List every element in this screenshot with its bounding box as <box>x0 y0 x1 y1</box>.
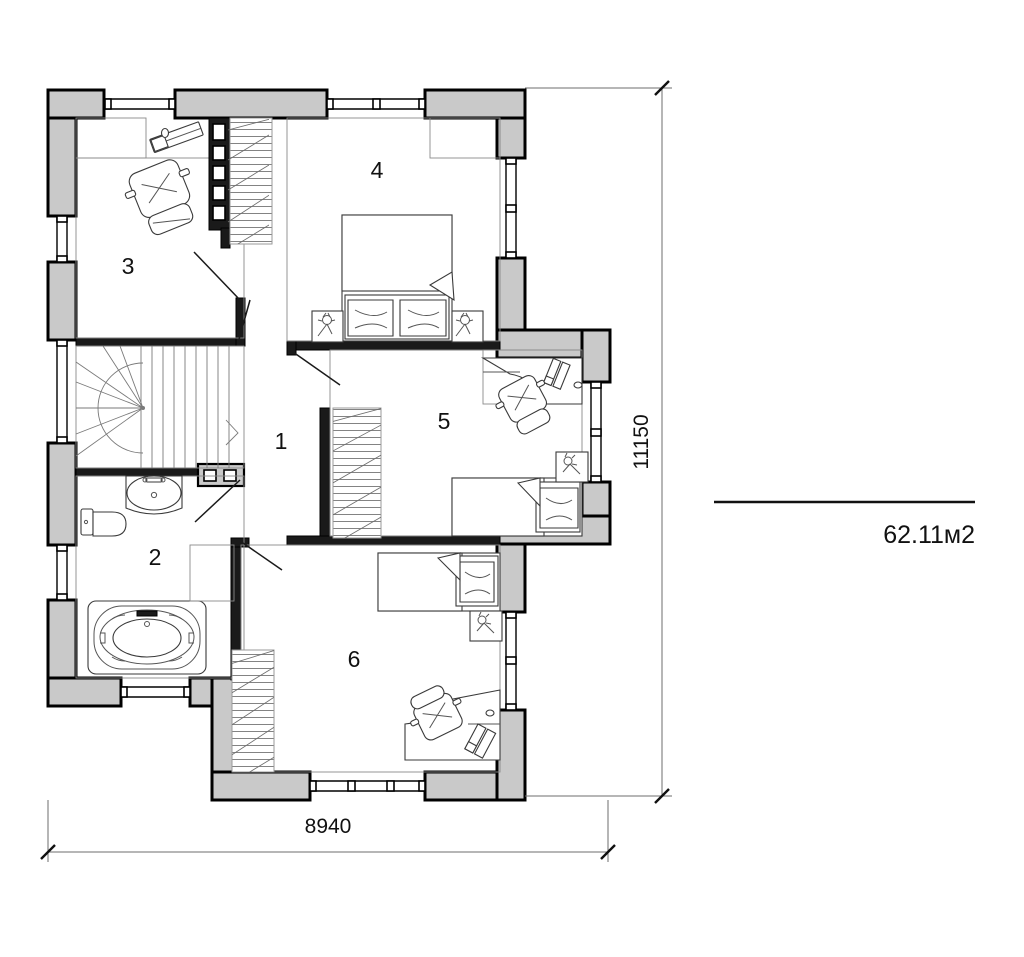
bath-ledge <box>189 544 235 602</box>
desk-items-room5 <box>542 357 571 390</box>
leader-door-room6 <box>242 542 283 571</box>
room-1-staircase <box>75 345 245 469</box>
wardrobe-room5 <box>332 407 382 539</box>
single-bed-room5 <box>451 477 583 537</box>
wall-bottom-left <box>46 676 123 708</box>
wall-right-pier-6 <box>495 708 527 802</box>
study-closet-recess <box>75 117 147 159</box>
window-right-2 <box>590 381 602 483</box>
study-floor-line <box>75 157 245 339</box>
bathtub-jacuzzi <box>87 600 207 675</box>
wall-top-mid <box>173 88 329 120</box>
partition-room5-west <box>319 407 331 545</box>
table-lamp-icon <box>562 452 581 475</box>
bath-pier-void-a <box>203 469 217 482</box>
shelving-unit-study <box>208 117 231 249</box>
desk-items-room6 <box>464 723 497 759</box>
wall-bottom-left-6 <box>210 770 312 802</box>
table-lamp-icon <box>476 611 495 634</box>
window-top-1 <box>104 98 176 110</box>
wall-right-pier-5 <box>495 542 527 614</box>
room4-closet-recess <box>429 117 501 159</box>
single-bed-room6 <box>377 552 501 612</box>
room-label-5: 5 <box>438 408 451 434</box>
wall-right-pier-1 <box>495 116 527 160</box>
room-3-furniture <box>75 117 273 339</box>
office-chair-room5 <box>495 375 551 435</box>
room-2-fixtures <box>75 475 245 679</box>
partition-study-south <box>75 337 245 347</box>
room-5-furniture <box>329 349 589 539</box>
washbasin <box>125 475 183 515</box>
dim-label-height: 11150 <box>630 414 653 469</box>
dim-tick-v-bottom <box>654 788 670 804</box>
room-6-furniture <box>231 544 503 773</box>
window-top-2 <box>326 98 426 110</box>
bath-pier-void-b <box>223 469 237 482</box>
wall-left-pier-3 <box>46 441 78 547</box>
wall-right-pier-3 <box>580 328 612 384</box>
dim-label-width: 8940 <box>305 815 352 838</box>
wall-left-pier-4 <box>46 598 78 680</box>
wall-top-left-pier <box>46 88 106 120</box>
room-label-3: 3 <box>122 253 135 279</box>
area-summary: 62.11м2 <box>714 500 975 549</box>
partition-room6-jambcap <box>230 537 250 548</box>
table-lamp-icon <box>455 312 474 337</box>
toilet <box>80 508 127 537</box>
dim-tick-v-top <box>654 80 670 96</box>
stair-winder-treads <box>75 345 145 457</box>
leader-door-room4 <box>292 351 341 386</box>
room-number-labels: 1 2 3 4 5 6 <box>122 157 451 672</box>
window-left-2 <box>56 339 68 444</box>
window-bottom-6 <box>309 780 426 792</box>
desk-study <box>149 121 204 153</box>
nightstand-room5 <box>555 451 589 483</box>
leader-door-study <box>193 251 241 301</box>
window-right-3 <box>505 611 517 711</box>
dimension-annotations: 11150 8940 <box>40 80 672 862</box>
nightstand-room6 <box>469 610 503 642</box>
wall-right-pier-2 <box>495 256 527 340</box>
wardrobe-room6 <box>231 649 275 773</box>
door-leader-lines <box>193 251 341 571</box>
window-right-1 <box>505 157 517 259</box>
interior-partitions <box>75 297 501 681</box>
wardrobe-study <box>227 117 273 245</box>
nightstand-right-room4 <box>451 310 484 343</box>
office-chair-room6 <box>410 685 463 741</box>
room-4-furniture <box>286 117 501 343</box>
room-label-6: 6 <box>348 646 361 672</box>
desk-accessory <box>160 127 170 139</box>
wall-left-pier-1 <box>46 116 78 218</box>
room-label-4: 4 <box>371 157 384 183</box>
dim-tick-h-left <box>40 844 56 860</box>
stair-outline <box>75 345 245 469</box>
partition-room5-south <box>286 535 501 546</box>
window-left-1 <box>56 215 68 263</box>
leader-door-hall <box>237 299 251 344</box>
stair-treads-straight <box>140 346 230 468</box>
room-label-2: 2 <box>149 544 162 570</box>
room-label-1: 1 <box>275 428 288 454</box>
nightstand-left-room4 <box>311 310 344 343</box>
leader-door-bath <box>194 479 241 523</box>
office-chair-study <box>124 159 194 236</box>
partition-bath-north <box>75 467 201 477</box>
wall-top-right-pier <box>423 88 527 120</box>
table-lamp-icon <box>317 312 336 337</box>
double-bed <box>341 214 455 342</box>
window-left-3 <box>56 544 68 601</box>
area-value-label: 62.11м2 <box>883 521 975 549</box>
dim-tick-h-right <box>600 844 616 860</box>
stair-direction-arrow <box>225 419 239 446</box>
wall-left-pier-2 <box>46 260 78 342</box>
window-bath-bottom <box>120 686 191 698</box>
